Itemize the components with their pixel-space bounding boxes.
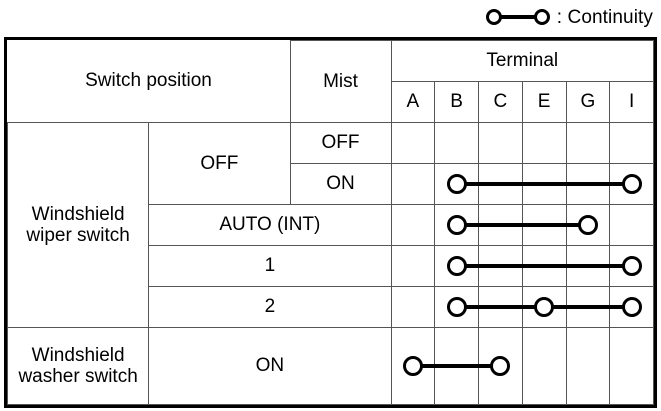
continuity-line-icon bbox=[545, 305, 588, 310]
terminal-header-i: I bbox=[609, 81, 654, 124]
cell-a-washer-on bbox=[390, 327, 456, 405]
continuity-line-icon bbox=[413, 364, 457, 369]
terminal-header-g: G bbox=[565, 81, 611, 124]
cell-c-wiper-off-off bbox=[478, 122, 523, 165]
continuity-line-icon bbox=[457, 182, 501, 187]
header-terminal: Terminal bbox=[390, 39, 654, 83]
continuity-line-icon bbox=[545, 264, 588, 269]
cell-g-washer-on bbox=[565, 327, 611, 405]
continuity-node-icon bbox=[446, 297, 467, 318]
continuity-line-icon bbox=[588, 264, 632, 269]
continuity-node-icon bbox=[490, 356, 511, 377]
continuity-line-icon bbox=[457, 305, 501, 310]
cell-a-wiper-off-off bbox=[390, 122, 436, 165]
table-row: AUTO (INT) bbox=[8, 204, 654, 247]
continuity-line-icon bbox=[588, 305, 632, 310]
row-group-label-washer: Windshield washer switch bbox=[6, 327, 150, 405]
continuity-line-icon bbox=[545, 182, 588, 187]
continuity-line-icon bbox=[457, 364, 501, 369]
continuity-line-icon bbox=[501, 264, 545, 269]
mist-off: OFF bbox=[289, 122, 392, 165]
continuity-node-icon bbox=[446, 215, 467, 236]
cell-a-wiper-auto bbox=[390, 204, 436, 247]
cell-i-wiper-off-off bbox=[609, 122, 654, 165]
continuity-line-icon bbox=[457, 264, 501, 269]
continuity-line-icon bbox=[501, 182, 545, 187]
legend: : Continuity bbox=[0, 0, 661, 34]
washer-label-line1: Windshield bbox=[31, 345, 125, 367]
cell-i-washer-on bbox=[609, 327, 654, 405]
row-group-label-wiper: Windshield wiper switch bbox=[6, 122, 150, 329]
cell-i-wiper-1 bbox=[588, 245, 654, 288]
table-row: 1 bbox=[8, 245, 654, 288]
cell-e-wiper-off-off bbox=[521, 122, 567, 165]
position-1: 1 bbox=[148, 245, 392, 288]
switch-continuity-grid: Switch position Mist Terminal A B C E G … bbox=[6, 39, 654, 405]
cell-e-washer-on bbox=[521, 327, 567, 405]
header-switch-position: Switch position bbox=[7, 40, 291, 124]
cell-a-wiper-off-on bbox=[390, 163, 436, 206]
continuity-table: Switch position Mist Terminal A B C E G … bbox=[4, 37, 657, 408]
washer-label-line2: washer switch bbox=[18, 366, 138, 388]
position-auto-int: AUTO (INT) bbox=[148, 204, 392, 247]
continuity-line-icon bbox=[545, 223, 588, 228]
continuity-line-icon bbox=[588, 182, 632, 187]
table-row: Windshield wiper switch OFF OFF bbox=[6, 122, 654, 329]
continuity-line-icon bbox=[501, 223, 545, 228]
continuity-node-icon bbox=[621, 297, 642, 318]
table-row: 2 bbox=[8, 286, 654, 329]
continuity-line-icon bbox=[501, 305, 545, 310]
continuity-line-icon bbox=[457, 223, 501, 228]
continuity-node-icon bbox=[621, 256, 642, 277]
position-2: 2 bbox=[148, 286, 392, 329]
position-washer-on: ON bbox=[148, 327, 392, 405]
continuity-symbol bbox=[485, 9, 550, 25]
header-mist: Mist bbox=[289, 39, 392, 124]
cell-b-wiper-off-off bbox=[434, 122, 479, 165]
cell-a-wiper-2 bbox=[390, 286, 436, 329]
cell-a-wiper-1 bbox=[390, 245, 436, 288]
cell-e-wiper-auto bbox=[501, 204, 587, 247]
cell-g-wiper-off-off bbox=[565, 122, 611, 165]
terminal-header-a: A bbox=[390, 81, 436, 124]
terminal-header-e: E bbox=[521, 81, 567, 124]
table-row: Windshield washer switch ON bbox=[6, 327, 654, 405]
continuity-line-icon bbox=[500, 15, 535, 19]
terminal-header-b: B bbox=[434, 81, 479, 124]
cell-i-wiper-off-on bbox=[588, 163, 654, 206]
cell-c-washer-on bbox=[457, 327, 523, 405]
cell-c-wiper-auto bbox=[457, 204, 544, 247]
continuity-node-icon bbox=[402, 356, 423, 377]
mist-on: ON bbox=[289, 163, 392, 206]
header-row-terminals: A B C E G I bbox=[8, 81, 654, 124]
cell-g-wiper-auto bbox=[545, 204, 611, 247]
open-circle-icon bbox=[485, 9, 502, 25]
continuity-node-icon bbox=[446, 256, 467, 277]
terminal-header-c: C bbox=[478, 81, 523, 124]
continuity-node-icon bbox=[577, 215, 598, 236]
legend-label: : Continuity bbox=[556, 6, 653, 28]
header-row-main: Switch position Mist Terminal bbox=[7, 39, 654, 124]
cell-i-wiper-2 bbox=[588, 286, 654, 329]
open-circle-icon bbox=[533, 9, 550, 25]
continuity-node-icon bbox=[446, 174, 467, 195]
wiper-label-line1: Windshield bbox=[31, 204, 125, 226]
continuity-node-icon bbox=[621, 174, 642, 195]
continuity-node-icon bbox=[534, 297, 555, 318]
wiper-label-line2: wiper switch bbox=[26, 225, 130, 247]
position-off: OFF bbox=[148, 122, 291, 206]
cell-i-wiper-auto bbox=[609, 204, 654, 247]
